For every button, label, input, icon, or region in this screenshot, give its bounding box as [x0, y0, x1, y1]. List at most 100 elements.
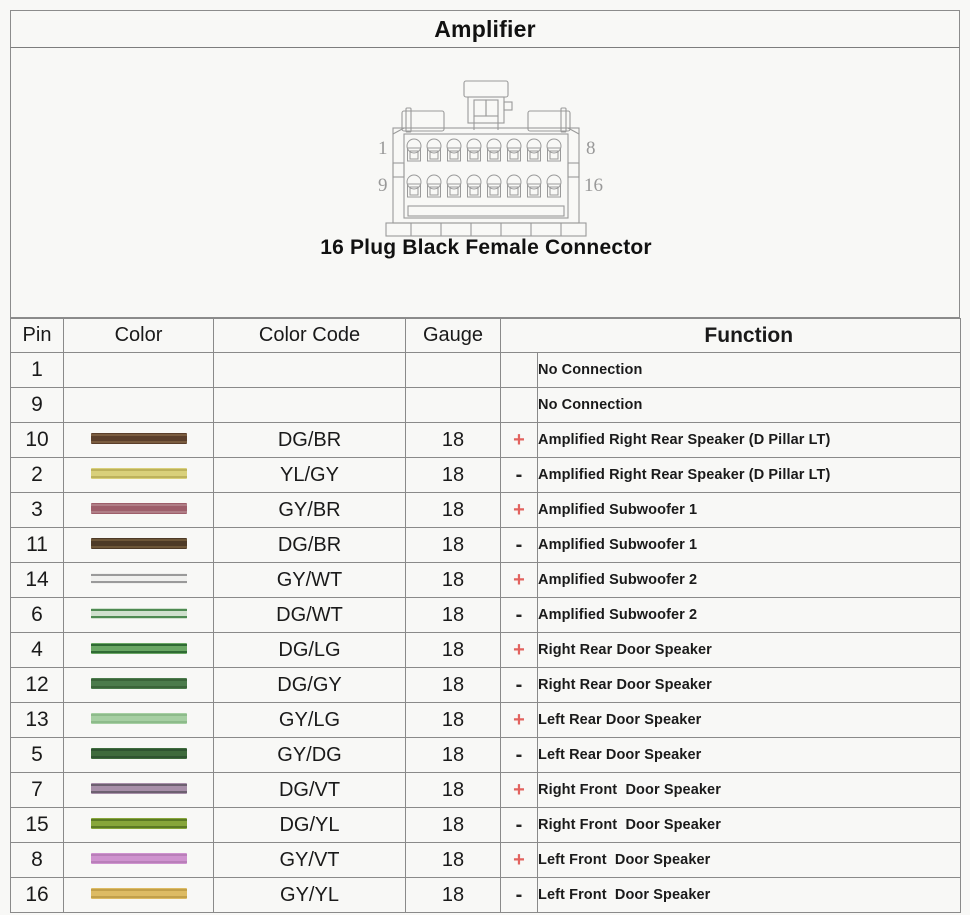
cell-polarity: -: [500, 597, 538, 633]
cell-polarity: -: [500, 527, 538, 563]
cell-polarity: -: [500, 737, 538, 773]
cell-gauge: 18: [405, 492, 501, 528]
cell-color-code: [213, 352, 406, 388]
cell-gauge: 18: [405, 772, 501, 808]
cell-gauge: [405, 352, 501, 388]
cell-color-code: DG/WT: [213, 597, 406, 633]
connector-drawing-svg: 1 8 9 16: [378, 80, 603, 237]
wire-stripe: [90, 679, 187, 681]
cell-color-code: DG/GY: [213, 667, 406, 703]
cell-function: Amplified Right Rear Speaker (D Pillar L…: [537, 422, 961, 458]
cell-pin: 5: [10, 737, 64, 773]
cell-function: Amplified Subwoofer 2: [537, 562, 961, 598]
cell-function: Right Rear Door Speaker: [537, 632, 961, 668]
wire-stripe: [90, 784, 187, 786]
cell-function: Left Rear Door Speaker: [537, 702, 961, 738]
cell-pin: 11: [10, 527, 64, 563]
cell-function: Amplified Right Rear Speaker (D Pillar L…: [537, 457, 961, 493]
column-header-color-code: Color Code: [213, 318, 406, 353]
wire-stripe: [90, 504, 187, 506]
cell-function: Left Front Door Speaker: [537, 877, 961, 913]
page-title: Amplifier: [434, 15, 536, 42]
wire-stripe: [90, 434, 187, 436]
wire-swatch: [90, 853, 187, 864]
wire-swatch: [90, 818, 187, 829]
wire-stripe: [90, 469, 187, 471]
connector-subtitle: 16 Plug Black Female Connector: [320, 236, 652, 259]
wire-swatch: [90, 433, 187, 444]
pin-label-bottom-right: 16: [584, 175, 603, 196]
cell-gauge: 18: [405, 597, 501, 633]
cell-pin: 12: [10, 667, 64, 703]
cell-gauge: 18: [405, 527, 501, 563]
cell-wire-color: [63, 352, 214, 388]
wire-stripe: [90, 644, 187, 646]
wire-stripe: [90, 721, 187, 723]
wire-stripe: [90, 854, 187, 856]
wire-stripe: [90, 749, 187, 751]
cell-pin: 2: [10, 457, 64, 493]
cell-function: No Connection: [537, 352, 961, 388]
cell-wire-color: [63, 387, 214, 423]
wire-stripe: [90, 539, 187, 541]
cell-pin: 3: [10, 492, 64, 528]
wire-stripe: [90, 826, 187, 828]
cell-polarity: -: [500, 807, 538, 843]
wire-stripe: [90, 511, 187, 513]
cell-gauge: 18: [405, 737, 501, 773]
wire-stripe: [90, 819, 187, 821]
cell-pin: 10: [10, 422, 64, 458]
cell-pin: 7: [10, 772, 64, 808]
cell-pin: 1: [10, 352, 64, 388]
cell-gauge: 18: [405, 842, 501, 878]
wire-swatch: [90, 748, 187, 759]
cell-color-code: GY/YL: [213, 877, 406, 913]
cell-wire-color: [63, 422, 214, 458]
column-header-gauge: Gauge: [405, 318, 501, 353]
cell-wire-color: [63, 492, 214, 528]
wire-swatch: [90, 608, 187, 619]
wire-swatch: [90, 573, 187, 584]
cell-color-code: GY/LG: [213, 702, 406, 738]
pin-label-bottom-left: 9: [378, 175, 388, 196]
cell-function: Amplified Subwoofer 1: [537, 527, 961, 563]
wire-swatch: [90, 888, 187, 899]
cell-color-code: [213, 387, 406, 423]
wire-stripe: [90, 686, 187, 688]
cell-pin: 13: [10, 702, 64, 738]
cell-function: Left Rear Door Speaker: [537, 737, 961, 773]
cell-gauge: 18: [405, 877, 501, 913]
cell-wire-color: [63, 527, 214, 563]
title-band: Amplifier: [10, 10, 960, 48]
cell-pin: 15: [10, 807, 64, 843]
cell-pin: 14: [10, 562, 64, 598]
cell-color-code: DG/YL: [213, 807, 406, 843]
cell-function: Right Front Door Speaker: [537, 807, 961, 843]
cell-gauge: 18: [405, 667, 501, 703]
cell-function: Left Front Door Speaker: [537, 842, 961, 878]
pinout-table: Pin Color Color Code Gauge Function 1 No …: [10, 318, 961, 913]
cell-polarity: +: [500, 702, 538, 738]
cell-polarity: -: [500, 457, 538, 493]
cell-pin: 4: [10, 632, 64, 668]
cell-pin: 16: [10, 877, 64, 913]
connector-illustration: 1 8 9 16: [11, 78, 961, 243]
cell-wire-color: [63, 702, 214, 738]
wire-stripe: [90, 581, 187, 583]
cell-wire-color: [63, 842, 214, 878]
cell-color-code: GY/WT: [213, 562, 406, 598]
cell-color-code: YL/GY: [213, 457, 406, 493]
table-header-row: Pin Color Color Code Gauge Function: [10, 318, 961, 353]
cell-polarity: +: [500, 632, 538, 668]
